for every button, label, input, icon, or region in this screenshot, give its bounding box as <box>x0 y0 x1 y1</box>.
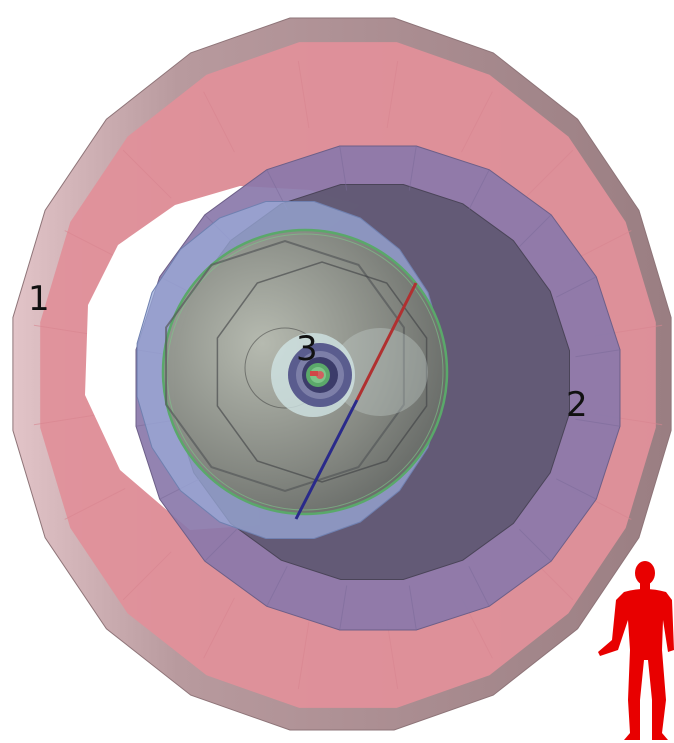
facet-line <box>468 169 490 211</box>
facet-line <box>408 145 417 191</box>
facet-line <box>339 145 348 191</box>
facet-line <box>468 565 490 607</box>
facet-line <box>555 276 597 298</box>
facet-line <box>519 529 552 562</box>
facet-line <box>122 149 172 199</box>
label-middle-layer: 2 <box>566 385 588 425</box>
facet-line <box>575 418 621 427</box>
facet-line <box>408 585 417 631</box>
facet-line <box>203 91 235 153</box>
human-scale-icon <box>598 561 674 740</box>
facet-line <box>266 565 288 607</box>
facet-line <box>297 60 310 129</box>
label-outer-layer: 1 <box>28 279 50 319</box>
facet-line <box>122 551 172 601</box>
facet-line <box>203 597 235 659</box>
facet-line <box>524 149 574 199</box>
beam-line-blue <box>294 399 359 520</box>
facet-line <box>339 585 348 631</box>
beam-line-red <box>355 282 418 401</box>
facet-line <box>33 413 102 426</box>
facet-line <box>64 488 126 520</box>
facet-line <box>386 60 399 129</box>
facet-line <box>555 478 597 500</box>
facet-line <box>575 349 621 358</box>
facet-line <box>386 621 399 690</box>
facet-line <box>519 214 552 247</box>
inner-core <box>161 228 449 516</box>
facet-line <box>297 621 310 690</box>
facet-line <box>461 91 493 153</box>
facet-line <box>204 529 237 562</box>
label-inner-core: 3 <box>296 329 318 369</box>
